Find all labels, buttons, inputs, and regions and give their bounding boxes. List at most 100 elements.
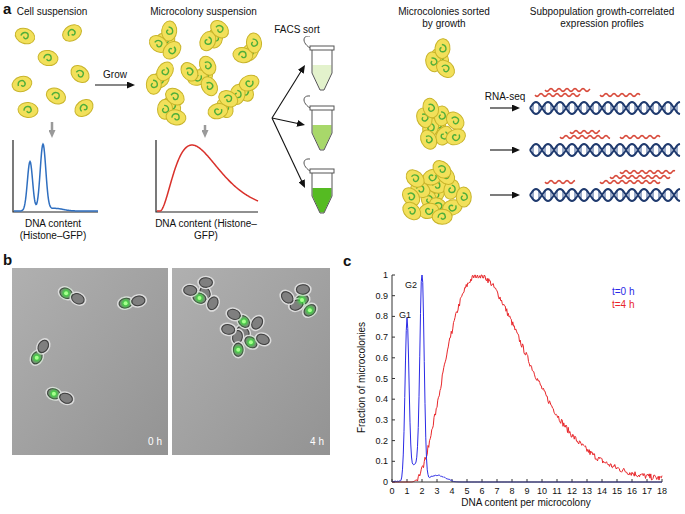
yeast-cell	[10, 74, 33, 94]
cell-body	[249, 315, 264, 331]
nucleus	[170, 92, 179, 101]
panel-b-art	[12, 268, 330, 455]
nucleus	[451, 115, 460, 124]
time-stamp: 0 h	[128, 436, 162, 447]
cell-halo	[182, 284, 199, 297]
cell-body	[196, 53, 219, 78]
tick-label: 8	[503, 486, 521, 496]
tick-label: 0.6	[364, 353, 388, 363]
tick-label: 0.2	[364, 436, 388, 446]
tick-label: 5	[458, 486, 476, 496]
phase-cell	[277, 287, 297, 307]
gfp-nucleus	[197, 296, 201, 300]
rna-transcript	[600, 181, 660, 184]
nucleus	[166, 27, 173, 35]
nucleus	[214, 108, 222, 115]
nucleus	[79, 103, 88, 112]
cell-body	[162, 85, 187, 109]
cell-halo	[129, 294, 147, 309]
nucleus	[437, 164, 446, 173]
rna-transcript	[620, 171, 675, 174]
gfp-nucleus	[35, 356, 39, 360]
rna-transcript	[545, 181, 575, 184]
yeast-cell	[17, 102, 38, 119]
helix-strand	[530, 189, 680, 201]
yeast-cell	[162, 85, 187, 109]
cell-body	[279, 289, 295, 305]
tube-rim	[310, 46, 334, 50]
rna-transcript	[545, 89, 590, 92]
dna-helix	[530, 102, 680, 114]
micrograph	[172, 268, 330, 455]
nucleus	[439, 112, 445, 119]
axis-title: Fraction of microcolonies	[356, 303, 367, 453]
yeast-cell	[68, 62, 93, 86]
rna-transcript	[620, 136, 660, 139]
gfp-glow	[234, 346, 242, 354]
cell-body	[255, 332, 271, 346]
gfp-nucleus	[300, 298, 304, 302]
tick-label: 18	[653, 486, 671, 496]
yeast-cell	[434, 38, 451, 59]
nucleus	[438, 213, 445, 219]
flow-arrow	[272, 118, 300, 124]
cell-halo	[57, 390, 76, 407]
yeast-cell	[198, 74, 221, 99]
gfp-nucleus	[242, 319, 246, 323]
phase-cell	[57, 390, 76, 407]
nucleus	[238, 51, 246, 58]
phase-cell	[204, 294, 222, 314]
cell-body	[198, 74, 221, 99]
grey-arrow	[51, 122, 54, 133]
series-label: t=0 h	[612, 286, 652, 297]
yeast-cell	[429, 157, 454, 182]
tick-label: 4	[443, 486, 461, 496]
tick-label: 0.4	[364, 394, 388, 404]
nucleus	[162, 105, 168, 112]
gfp-nucleus	[124, 301, 128, 305]
flow-arrow	[272, 69, 302, 118]
nucleus	[20, 31, 29, 39]
nucleus	[161, 67, 170, 76]
nucleus	[440, 44, 447, 52]
cell-body	[444, 126, 468, 147]
gfp-glow	[240, 317, 248, 325]
rna-transcript	[560, 136, 610, 139]
phase-cell	[129, 294, 147, 309]
flow-arrow	[272, 118, 303, 183]
tube-body	[312, 172, 332, 213]
nucleus	[44, 54, 52, 61]
histogram-panel: DNA content (Histone–GFP)	[5, 138, 101, 250]
yeast-cell	[207, 17, 232, 42]
cell-body	[199, 278, 212, 288]
peak-label: G1	[399, 310, 413, 320]
cell-body	[302, 302, 318, 318]
flow-arrow	[490, 194, 515, 195]
phase-cell	[34, 336, 52, 356]
phase-cell	[253, 331, 272, 348]
yeast-cell	[417, 127, 439, 152]
nucleus	[154, 39, 163, 48]
tick-label: 0.7	[364, 332, 388, 342]
nucleus	[407, 206, 416, 215]
tick-label: 0.1	[364, 456, 388, 466]
yeast-cell	[433, 57, 458, 82]
tube-liquid	[313, 65, 332, 90]
tick-label: 11	[548, 486, 566, 496]
sorting-tube	[304, 96, 334, 150]
axis-title: DNA content (Histone–GFP)	[150, 218, 262, 242]
panel-a-art	[10, 17, 680, 224]
tick-label: 1	[398, 486, 416, 496]
cell-halo	[253, 331, 272, 348]
nucleus	[448, 185, 456, 194]
cell-body	[399, 199, 424, 224]
cell-body	[70, 292, 86, 306]
column-heading: Cell suspension	[9, 6, 95, 18]
yeast-cell	[456, 187, 472, 207]
cell-body	[420, 96, 441, 120]
phase-cell	[198, 276, 214, 288]
cell-halo	[232, 342, 244, 358]
cell-halo	[34, 336, 52, 356]
